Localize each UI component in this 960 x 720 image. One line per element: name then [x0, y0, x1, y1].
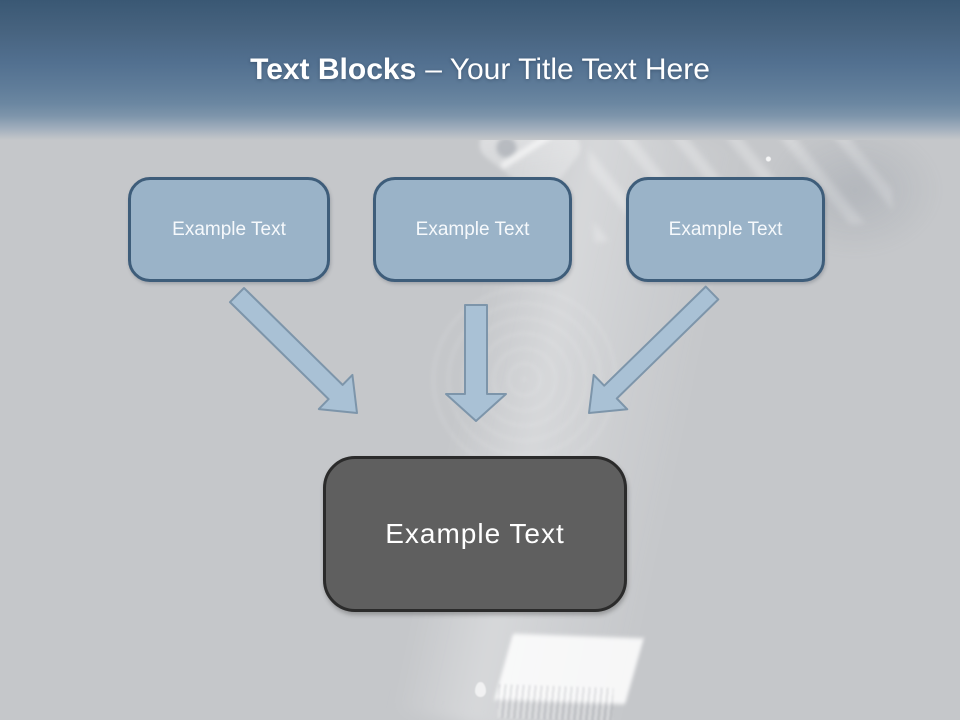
text-block-2-label: Example Text	[415, 218, 530, 240]
text-block-1: Example Text	[128, 177, 330, 282]
background-photo-droplet	[475, 682, 486, 697]
background-photo-stripes	[497, 684, 614, 720]
text-block-2: Example Text	[373, 177, 572, 282]
down-right-arrow-icon	[229, 287, 358, 414]
text-block-1-label: Example Text	[172, 218, 286, 240]
slide-header: Text Blocks– Your Title Text Here	[0, 0, 960, 140]
background-photo-rings	[432, 287, 617, 472]
page-title-rest: – Your Title Text Here	[425, 53, 710, 86]
down-left-arrow-icon	[588, 285, 720, 414]
page-title: Text Blocks– Your Title Text Here	[0, 52, 960, 88]
page-title-bold: Text Blocks	[250, 53, 417, 86]
text-block-3: Example Text	[626, 177, 825, 282]
down-arrow-icon	[445, 304, 507, 422]
center-text-block-label: Example Text	[385, 518, 565, 549]
background-photo-patch	[494, 633, 644, 705]
center-text-block: Example Text	[323, 456, 627, 612]
text-block-3-label: Example Text	[668, 218, 783, 240]
